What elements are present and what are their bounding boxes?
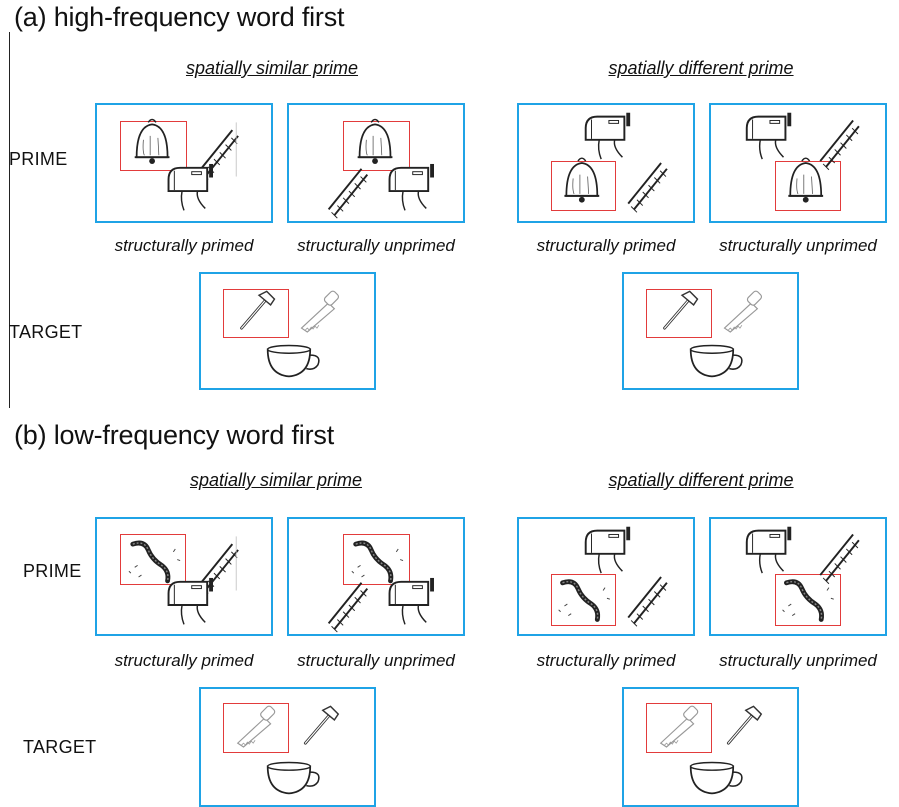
ladder-icon — [327, 168, 369, 219]
axe-icon — [726, 705, 763, 745]
section-b-caption-4: structurally unprimed — [719, 651, 877, 670]
prime-scene — [558, 526, 668, 627]
section-b-target-label: TARGET — [23, 737, 97, 757]
target-scene — [663, 290, 763, 378]
prime-scene — [128, 536, 239, 625]
section-a-caption-1: structurally primed — [114, 236, 254, 255]
section-b-header-spatially-different: spatially different prime — [608, 470, 794, 490]
mailbox-icon — [388, 577, 434, 625]
prime-scene — [745, 526, 860, 622]
prime-scene — [745, 112, 860, 203]
cup-icon — [689, 344, 743, 378]
mailbox-icon — [584, 112, 631, 160]
highlight-box — [646, 289, 712, 338]
section-b-target-similar-panel — [199, 687, 376, 807]
target-scene — [659, 705, 763, 795]
cup-icon — [266, 761, 320, 795]
section-b-prime-different-unprimed-panel — [709, 517, 887, 636]
section-b-target-different-panel — [622, 687, 799, 807]
prime-scene — [327, 540, 434, 633]
axe-icon — [303, 705, 340, 745]
highlight-box — [120, 534, 186, 585]
section-b-prime-label: PRIME — [23, 561, 82, 581]
highlight-box — [120, 121, 187, 171]
section-b-prime-different-primed-panel — [517, 517, 695, 636]
snake-icon — [558, 579, 611, 622]
mailbox-icon — [745, 526, 792, 574]
highlight-box — [343, 121, 410, 171]
highlight-box — [775, 574, 841, 626]
cup-icon — [689, 761, 743, 795]
mailbox-icon — [167, 163, 213, 211]
section-a-title: (a) high-frequency word first — [14, 2, 345, 32]
snake-icon — [782, 579, 834, 622]
saw-icon — [723, 290, 763, 333]
section-a-header-spatially-different: spatially different prime — [608, 58, 794, 78]
section-a-caption-4: structurally unprimed — [719, 236, 877, 255]
section-b-header-spatially-similar: spatially similar prime — [189, 470, 363, 490]
section-a-caption-3: structurally primed — [536, 236, 676, 255]
section-a-prime-label: PRIME — [9, 149, 68, 169]
mailbox-icon — [584, 526, 631, 574]
saw-icon — [659, 705, 699, 748]
section-a-target-different-panel — [622, 272, 799, 390]
section-b-caption-2: structurally unprimed — [297, 651, 455, 670]
axe-icon — [240, 290, 276, 330]
highlight-box — [223, 703, 289, 753]
section-a-prime-similar-primed-panel — [95, 103, 273, 223]
section-a-caption-2: structurally unprimed — [297, 236, 455, 255]
highlight-box — [223, 289, 289, 338]
bell-icon — [357, 118, 393, 164]
section-a-target-label: TARGET — [9, 322, 83, 342]
highlight-box — [343, 534, 410, 585]
bell-icon — [134, 118, 170, 164]
ladder-icon — [819, 119, 860, 171]
ladder-icon — [627, 162, 668, 213]
section-a-header-spatially-similar: spatially similar prime — [185, 58, 359, 78]
target-scene — [240, 290, 340, 378]
saw-icon — [236, 705, 276, 748]
mailbox-icon — [167, 577, 213, 625]
target-scene — [236, 705, 340, 795]
section-a-prime-similar-unprimed-panel — [287, 103, 465, 223]
section-b-prime-similar-primed-panel — [95, 517, 273, 636]
saw-icon — [300, 290, 340, 333]
mailbox-icon — [388, 163, 434, 211]
prime-scene — [564, 112, 668, 213]
section-b-caption-1: structurally primed — [114, 651, 254, 670]
ladder-icon — [627, 576, 668, 627]
prime-scene — [134, 118, 239, 211]
mailbox-icon — [745, 112, 792, 160]
highlight-box — [551, 161, 616, 211]
highlight-box — [551, 574, 616, 626]
prime-scene — [327, 118, 434, 219]
section-a-divider-line — [9, 32, 10, 408]
section-a-target-similar-panel — [199, 272, 376, 390]
snake-icon — [351, 540, 404, 584]
section-b-title: (b) low-frequency word first — [14, 420, 334, 450]
bell-icon — [788, 157, 824, 203]
section-b-caption-3: structurally primed — [536, 651, 676, 670]
ladder-icon — [819, 533, 860, 585]
ladder-icon — [327, 582, 369, 633]
section-a-prime-different-unprimed-panel — [709, 103, 887, 223]
snake-icon — [128, 540, 181, 584]
axe-icon — [663, 290, 699, 330]
cup-icon — [266, 344, 320, 378]
bell-icon — [564, 157, 600, 203]
highlight-box — [646, 703, 712, 753]
section-a-prime-different-primed-panel — [517, 103, 695, 223]
highlight-box — [775, 161, 841, 211]
section-b-prime-similar-unprimed-panel — [287, 517, 465, 636]
